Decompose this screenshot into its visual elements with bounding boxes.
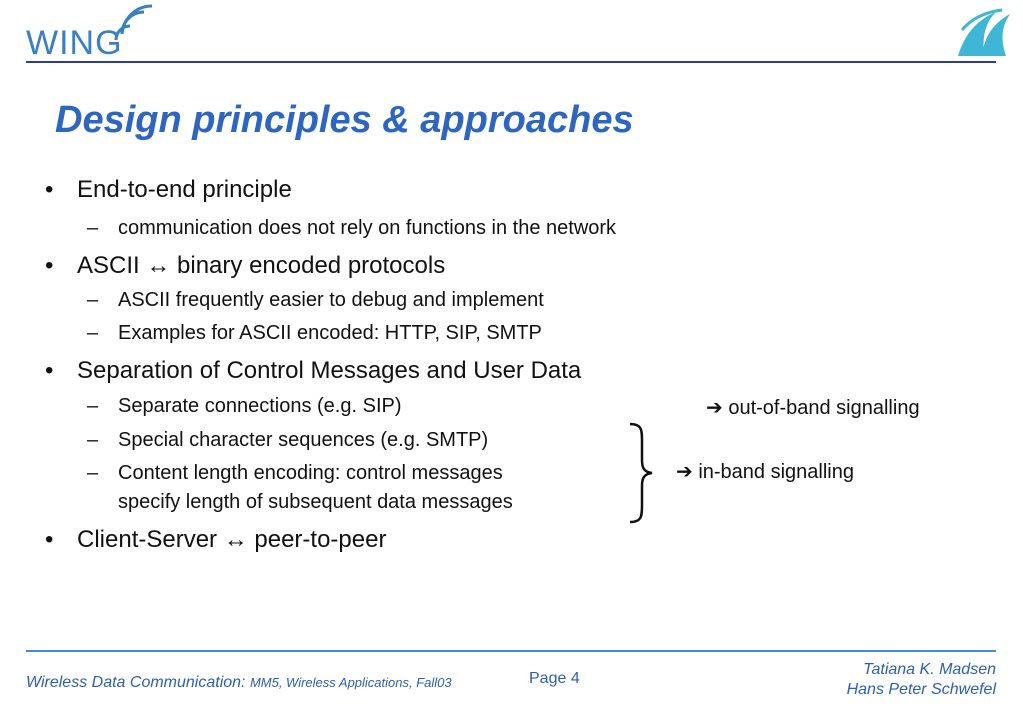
bullet-text-pre: Client-Server <box>77 526 224 553</box>
bullet-text-post: peer-to-peer <box>247 526 387 553</box>
sub-text: Separate connections (e.g. SIP) <box>118 395 402 417</box>
bidirectional-arrow-icon: ↔ <box>146 252 171 279</box>
sub-text: Content length encoding: control message… <box>118 462 503 484</box>
sub-item: – Special character sequences (e.g. SMTP… <box>87 429 489 452</box>
course-detail: MM5, Wireless Applications, Fall03 <box>249 675 452 690</box>
bullet-text-pre: ASCII <box>77 252 147 279</box>
header-rule <box>26 61 996 63</box>
in-band-note: ➔ in-band signalling <box>676 459 854 484</box>
dash-glyph: – <box>87 217 99 239</box>
signal-arcs-icon <box>114 4 153 41</box>
note-text: out-of-band signalling <box>728 397 920 419</box>
page-number: Page 4 <box>529 670 580 687</box>
bullet-item: • Separation of Control Messages and Use… <box>45 357 582 385</box>
bullet-text: Separation of Control Messages and User … <box>77 357 582 384</box>
sub-text: communication does not rely on functions… <box>118 217 617 239</box>
sub-item: – Examples for ASCII encoded: HTTP, SIP,… <box>87 322 542 345</box>
note-text: in-band signalling <box>698 461 854 483</box>
author-name: Tatiana K. Madsen <box>863 661 996 678</box>
bullet-item: • End-to-end principle <box>45 176 292 204</box>
author-name: Hans Peter Schwefel <box>846 681 996 698</box>
course-title: Wireless Data Communication: <box>26 674 246 691</box>
sub-item: – Separate connections (e.g. SIP) <box>87 395 402 418</box>
bullet-text: End-to-end principle <box>77 176 292 203</box>
sub-text: Examples for ASCII encoded: HTTP, SIP, S… <box>118 322 542 344</box>
slide-title: Design principles & approaches <box>55 99 634 141</box>
sub-text: ASCII frequently easier to debug and imp… <box>118 289 544 311</box>
dash-glyph: – <box>87 322 99 344</box>
footer-authors: Tatiana K. Madsen Hans Peter Schwefel <box>847 660 996 700</box>
dash-glyph: – <box>87 395 99 417</box>
sub-text-continuation: specify length of subsequent data messag… <box>118 491 513 513</box>
sub-item: – Content length encoding: control messa… <box>87 462 503 485</box>
dash-glyph: – <box>87 289 99 311</box>
dash-glyph: – <box>87 429 99 451</box>
footer-course: Wireless Data Communication: MM5, Wirele… <box>26 674 452 692</box>
bullet-glyph: • <box>45 252 54 279</box>
bidirectional-arrow-icon: ↔ <box>223 526 248 553</box>
out-of-band-note: ➔ out-of-band signalling <box>706 395 920 420</box>
dash-glyph: – <box>87 462 99 484</box>
right-brace-icon <box>629 422 653 524</box>
bullet-glyph: • <box>45 357 54 384</box>
right-arrow-icon: ➔ <box>676 461 693 483</box>
bullet-item: • Client-Server ↔ peer-to-peer <box>45 526 387 554</box>
footer-rule <box>26 650 996 652</box>
wing-logo-text: WING <box>26 24 123 62</box>
bullet-glyph: • <box>45 176 54 203</box>
sub-item: – ASCII frequently easier to debug and i… <box>87 289 544 312</box>
right-arrow-icon: ➔ <box>706 397 723 419</box>
bullet-item: • ASCII ↔ binary encoded protocols <box>45 252 446 280</box>
sub-item: – communication does not rely on functio… <box>87 217 617 240</box>
bullet-text-post: binary encoded protocols <box>170 252 446 279</box>
wave-logo-icon <box>958 8 1010 56</box>
bullet-glyph: • <box>45 526 54 553</box>
sub-text: Special character sequences (e.g. SMTP) <box>118 429 489 451</box>
